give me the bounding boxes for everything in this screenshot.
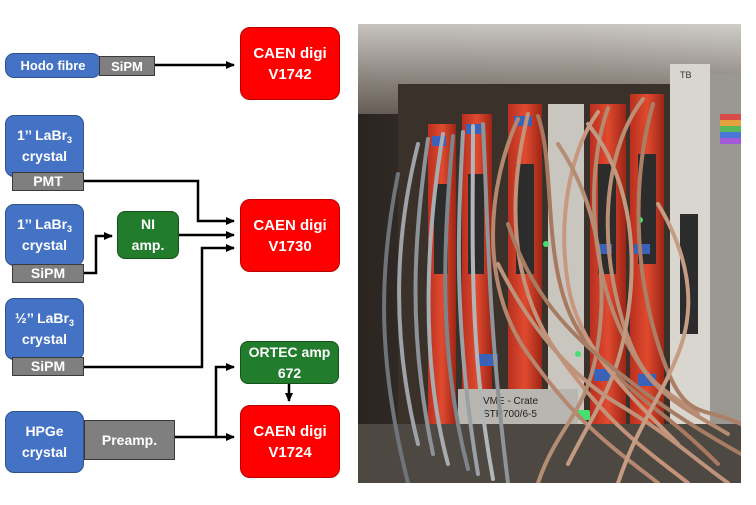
preamp-to-ortec-line [175, 363, 235, 439]
labr3-subscript: 3 [68, 318, 74, 328]
digitizer-v1730-line1: CAEN digi [253, 216, 327, 234]
labr2-crystal-label: crystal [21, 237, 68, 253]
hodo-fibre-box: Hodo fibre [5, 53, 101, 78]
hodo-sipm-label: SiPM [111, 58, 143, 74]
hpge-crystal-label: crystal [21, 444, 68, 460]
crate-label-line1: VME - Crate [483, 396, 538, 407]
vme-crate-photo: VME - Crate STR700/6-5 TB [358, 24, 741, 483]
labr3-size-label: ½’’ LaBr [15, 310, 69, 326]
digitizer-v1742-line1: CAEN digi [253, 44, 327, 62]
labr2-size-label: 1’’ LaBr [16, 216, 68, 232]
ni-amp-line1: NI [141, 216, 155, 232]
labr2-sipm-label: SiPM [30, 265, 66, 281]
sipm3-to-v1730-line [84, 244, 235, 369]
labr3-crystal-label: crystal [21, 331, 68, 347]
card-label: TB [680, 70, 692, 80]
labr3-sipm-box: SiPM [12, 357, 84, 376]
hodo-fibre-label: Hodo fibre [20, 58, 86, 73]
hpge-label: HPGe [25, 423, 64, 439]
labr1-subscript: 3 [67, 135, 73, 145]
hpge-preamp-box: Preamp. [84, 420, 175, 460]
labr2-subscript: 3 [67, 224, 73, 234]
digitizer-v1724-line1: CAEN digi [253, 422, 327, 440]
hpge-preamp-label: Preamp. [101, 431, 158, 448]
labr1-pmt-box: PMT [12, 172, 84, 191]
ortec-amp-line1: ORTEC amp [248, 343, 331, 360]
labr3-sipm-label: SiPM [30, 358, 66, 374]
digitizer-v1742-box: CAEN digi V1742 [240, 27, 340, 100]
digitizer-v1724-line2: V1724 [268, 443, 312, 461]
ni-amp-box: NI amp. [117, 211, 179, 259]
crate-label-line2: STR700/6-5 [483, 409, 537, 420]
labr-1in-pmt-crystal-box: 1’’ LaBr3 crystal [5, 115, 84, 177]
hpge-crystal-box: HPGe crystal [5, 411, 84, 473]
ni-amp-line2: amp. [131, 237, 165, 253]
ortec-amp-line2: 672 [277, 364, 302, 381]
digitizer-v1742-line2: V1742 [268, 65, 312, 83]
digitizer-v1730-box: CAEN digi V1730 [240, 199, 340, 272]
digitizer-v1724-box: CAEN digi V1724 [240, 405, 340, 478]
labr2-sipm-box: SiPM [12, 264, 84, 283]
labr1-pmt-label: PMT [33, 173, 63, 189]
pmt-to-v1730-line [84, 179, 235, 225]
labr-1in-sipm-crystal-box: 1’’ LaBr3 crystal [5, 204, 84, 266]
sipm2-to-niamp-line [84, 232, 113, 275]
labr1-size-label: 1’’ LaBr [16, 127, 68, 143]
labr1-crystal-label: crystal [21, 148, 68, 164]
vme-crate-illustration: VME - Crate STR700/6-5 TB [358, 24, 741, 483]
hodo-sipm-box: SiPM [99, 56, 155, 76]
labr-halfin-sipm-crystal-box: ½’’ LaBr3 crystal [5, 298, 84, 360]
digitizer-v1730-line2: V1730 [268, 237, 312, 255]
ortec-amp-box: ORTEC amp 672 [240, 341, 339, 384]
